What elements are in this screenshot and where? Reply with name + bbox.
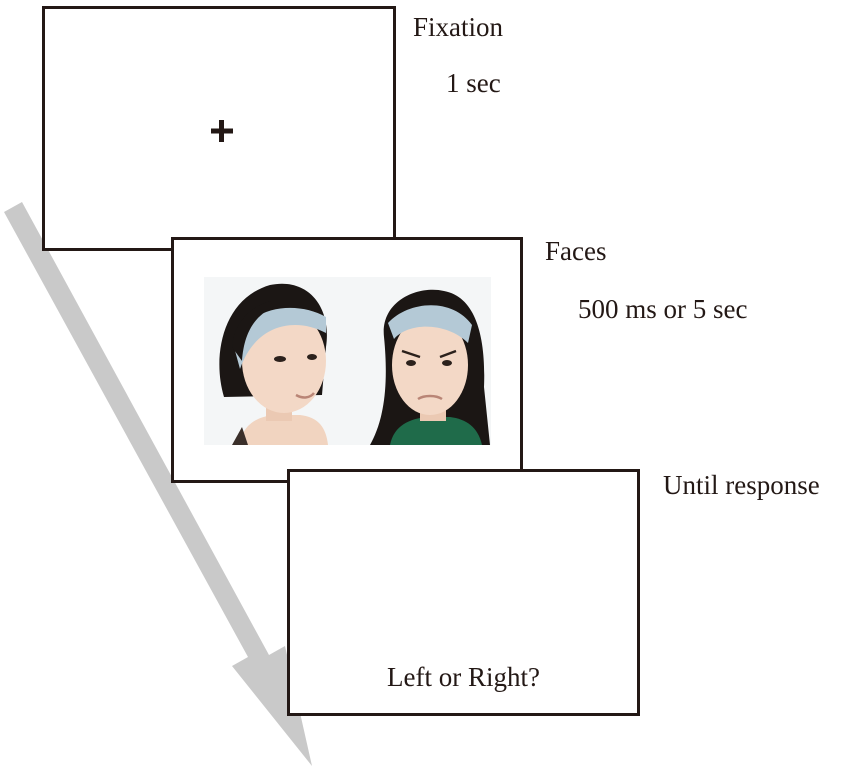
fixation-screen	[42, 6, 396, 251]
faces-photo	[204, 277, 491, 445]
right-face-image	[370, 289, 490, 445]
faces-screen	[171, 237, 523, 483]
response-prompt: Left or Right?	[387, 662, 540, 692]
faces-label: Faces	[545, 236, 607, 266]
fixation-label: Fixation	[413, 12, 504, 42]
fixation-cross-icon	[211, 120, 233, 142]
response-label: Until response	[663, 470, 820, 500]
arrow-shape	[4, 202, 312, 766]
faces-duration: 500 ms or 5 sec	[578, 294, 748, 324]
fixation-duration: 1 sec	[446, 68, 501, 98]
response-screen: Left or Right?	[287, 469, 640, 716]
left-face-image	[219, 283, 328, 445]
